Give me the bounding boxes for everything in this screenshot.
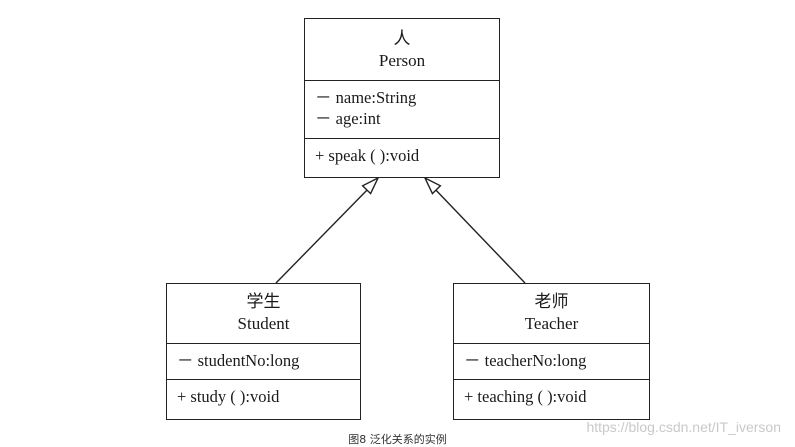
person-methods: + speak ( ):void bbox=[305, 139, 499, 166]
person-method-speak: + speak ( ):void bbox=[315, 146, 420, 165]
student-attribute-studentno: － studentNo:long bbox=[177, 351, 300, 370]
student-attributes: － studentNo:long bbox=[167, 344, 360, 380]
generalization-line-student bbox=[275, 185, 372, 284]
teacher-attribute-teacherno: － teacherNo:long bbox=[464, 351, 587, 370]
student-class: 学生 Student － studentNo:long + study ( ):… bbox=[166, 283, 361, 420]
figure-caption: 图8 泛化关系的实例 bbox=[348, 433, 447, 446]
teacher-attributes: － teacherNo:long bbox=[454, 344, 649, 380]
person-attribute-name: － name:String bbox=[315, 88, 417, 107]
student-class-cn-name: 学生 bbox=[246, 292, 281, 312]
watermark: https://blog.csdn.net/IT_iverson bbox=[586, 419, 781, 435]
generalization-arrowhead-student bbox=[361, 176, 380, 195]
student-class-en-name: Student bbox=[237, 314, 290, 333]
teacher-class: 老师 Teacher － teacherNo:long + teaching (… bbox=[453, 283, 650, 420]
person-class: 人 Person － name:String － age:int + speak… bbox=[304, 18, 500, 178]
person-attributes: － name:String － age:int bbox=[305, 81, 499, 139]
person-attribute-age: － age:int bbox=[315, 109, 381, 128]
generalization-arrowhead-teacher bbox=[423, 176, 442, 195]
person-class-header: 人 Person bbox=[305, 19, 499, 81]
teacher-method-teaching: + teaching ( ):void bbox=[464, 387, 587, 406]
teacher-class-header: 老师 Teacher bbox=[454, 284, 649, 344]
student-methods: + study ( ):void bbox=[167, 380, 360, 407]
student-method-study: + study ( ):void bbox=[177, 387, 280, 406]
generalization-line-teacher bbox=[431, 185, 526, 284]
teacher-class-en-name: Teacher bbox=[524, 314, 579, 333]
person-class-cn-name: 人 bbox=[393, 29, 411, 49]
student-class-header: 学生 Student bbox=[167, 284, 360, 344]
teacher-methods: + teaching ( ):void bbox=[454, 380, 649, 407]
person-class-en-name: Person bbox=[378, 51, 426, 70]
teacher-class-cn-name: 老师 bbox=[534, 292, 569, 312]
